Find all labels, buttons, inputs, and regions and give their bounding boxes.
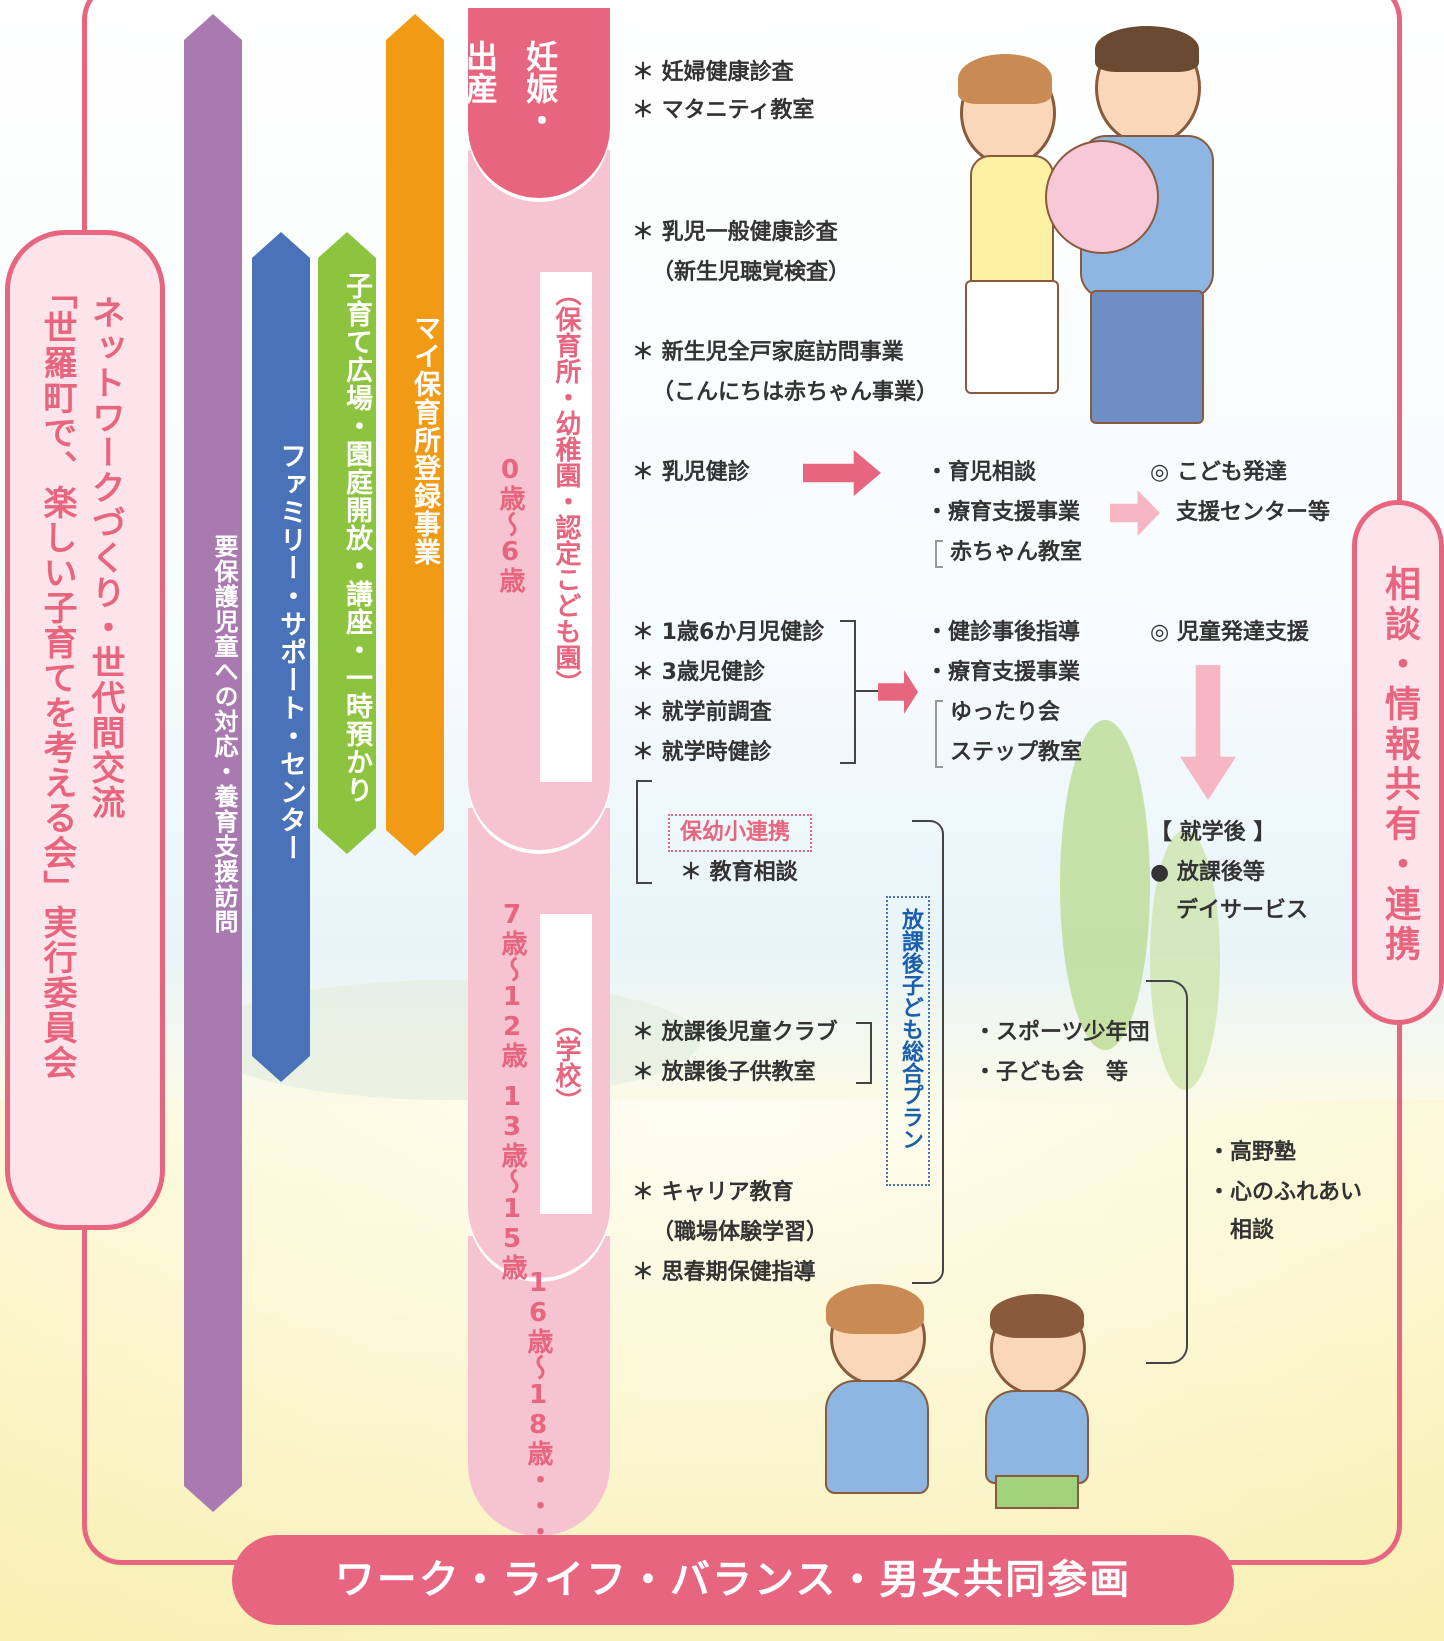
item-checkup-3y: ＊ 3歳児健診 [632,660,765,685]
left-committee-box: ネットワークづくり・世代間交流 「世羅町で、楽しい子育てを考える会」実行委員会 [5,230,165,1230]
age-13-15-label: 13歳〜15歳 [497,1082,527,1280]
right-box-label: 相談・情報共有・連携 [1379,565,1420,965]
item-after-school-title: 【 就学後 】 [1150,820,1276,845]
item-renkei: 保幼小連携 [680,820,791,845]
family-illustration [940,26,1240,424]
school-label-box [540,914,592,1214]
item-infant-checkup: ＊ 乳児一般健康診査 [632,220,838,245]
preschool-label: （保育所・幼稚園・認定こども園） [551,280,581,696]
background-tree [1150,830,1220,1090]
item-education-consultation: ＊ 教育相談 [680,860,798,885]
item-infant-health-check: ＊ 乳児健診 [632,460,750,485]
item-kokoro-fureai: ・心のふれあい [1208,1180,1363,1205]
girl-hair [826,1284,924,1334]
work-life-balance-bar: ワーク・ライフ・バランス・男女共同参画 [232,1535,1234,1625]
item-sports-group: ・スポーツ少年団 [974,1020,1150,1045]
bracket-kouya [1146,980,1188,1364]
bracket-baby-class [935,540,943,568]
item-hearing-test: （新生児聴覚検査） [652,260,851,285]
item-puberty-health: ＊ 思春期保健指導 [632,1260,816,1285]
kosodate-bar-label: 子育て広場・園庭開放・講座・一時預かり [341,272,372,804]
stage-pregnancy-label: 妊娠・出産 [461,40,559,136]
bracket-club [856,1022,872,1084]
item-workplace-experience: （職場体験学習） [652,1220,829,1245]
item-yuttari: ゆったり会 [950,700,1061,725]
bracket-connector [856,690,878,692]
father-hair [1095,26,1199,72]
girl-body [825,1380,929,1494]
item-maternity-class: ＊ マタニティ教室 [632,98,815,123]
youhogo-bar-label: 要保護児童への対応・養育支援訪問 [210,534,238,934]
youhogo-bar: 要保護児童への対応・養育支援訪問 [184,14,242,1512]
plan-box [886,896,930,1186]
item-kids-club: ・子ども会 等 [974,1060,1129,1085]
item-after-school-day: ● 放課後等 [1150,860,1265,885]
bracket-classes [935,700,943,768]
mother-body [970,155,1054,299]
item-therapy-support-1: ・療育支援事業 [926,500,1081,525]
boy-body [985,1390,1089,1484]
bracket-plan [912,820,944,1284]
mother-skirt [965,280,1059,394]
item-kouya-juku: ・高野塾 [1208,1140,1297,1165]
baby [1045,140,1159,254]
my-hoiku-bar: マイ保育所登録事業 [386,14,444,856]
age-0-6-label: 0歳〜6歳 [495,455,525,593]
item-child-dev-support: ◎ 児童発達支援 [1150,620,1309,645]
boy-shorts [995,1475,1079,1509]
renkei-box [668,814,812,852]
item-step-class: ステップ教室 [950,740,1083,765]
item-home-visit: ＊ 新生児全戸家庭訪問事業 [632,340,904,365]
my-hoiku-bar-label: マイ保育所登録事業 [409,314,440,566]
item-dev-support-center: 支援センター等 [1176,500,1331,525]
father-legs [1090,290,1204,424]
item-post-checkup-guidance: ・健診事後指導 [926,620,1081,645]
item-child-dev-center: ◎ こども発達 [1150,460,1287,485]
item-after-school-classroom: ＊ 放課後子供教室 [632,1060,816,1085]
kosodate-bar: 子育て広場・園庭開放・講座・一時預かり [318,232,376,854]
item-day-service: デイサービス [1176,898,1309,923]
plan-label: 放課後子ども総合プラン [898,908,923,1150]
item-career-education: ＊ キャリア教育 [632,1180,794,1205]
item-preschool-survey: ＊ 就学前調査 [632,700,772,725]
family-support-bar-label: ファミリー・サポート・センター [275,442,306,862]
family-support-bar: ファミリー・サポート・センター [252,232,310,1082]
boy-hair [990,1294,1084,1338]
bracket-checkups [840,620,856,764]
item-pregnancy-checkup: ＊ 妊婦健康診査 [632,60,794,85]
children-illustration [790,1280,1140,1530]
item-soudan: 相談 [1230,1218,1275,1243]
right-consultation-box: 相談・情報共有・連携 [1352,500,1444,1025]
age-7-12-label: 7歳〜12歳 [497,900,527,1068]
item-konnichiwa: （こんにちは赤ちゃん事業） [652,380,939,405]
item-after-school-club: ＊ 放課後児童クラブ [632,1020,838,1045]
item-parenting-consultation: ・育児相談 [926,460,1037,485]
item-checkup-18m: ＊ 1歳6か月児健診 [632,620,825,645]
item-therapy-support-2: ・療育支援事業 [926,660,1081,685]
school-label: （学校） [551,1010,581,1114]
left-box-line2: 「世羅町で、楽しい子育てを考える会」実行委員会 [37,275,77,1080]
stage-16-18 [468,1236,610,1536]
preschool-label-box [540,272,592,782]
left-box-line1: ネットワークづくり・世代間交流 [85,295,125,820]
stage-pregnancy [468,8,610,198]
bracket-renkei [636,780,652,884]
background-tree [1060,720,1150,1050]
age-16-18-label: 16歳〜18歳・・・ [523,1268,553,1544]
item-baby-class: 赤ちゃん教室 [950,540,1083,565]
item-school-entry-checkup: ＊ 就学時健診 [632,740,772,765]
mother-hair [958,54,1052,104]
